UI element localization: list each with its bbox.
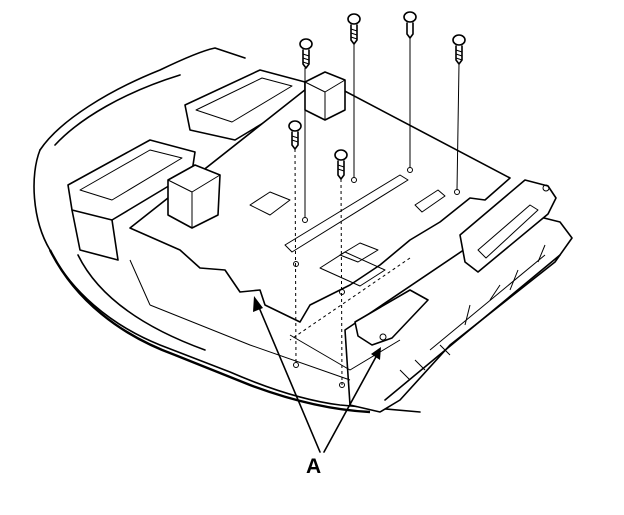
tray-floor [129,257,411,381]
housing-outer-shell [33,47,421,414]
screw-2 [347,13,361,183]
callout-arrows [253,296,381,453]
callout-label-a: A [306,455,322,478]
component-box-rear [304,71,346,121]
screw-4 [452,34,466,195]
screw-1 [299,38,313,223]
screw-6 [334,149,348,388]
mounting-bracket [354,289,429,346]
left-vent-duct [67,139,196,261]
main-panel [129,77,511,323]
screw-3 [403,11,417,173]
component-box-left [167,164,221,229]
screw-5 [288,120,302,368]
side-panel-right [459,179,557,273]
